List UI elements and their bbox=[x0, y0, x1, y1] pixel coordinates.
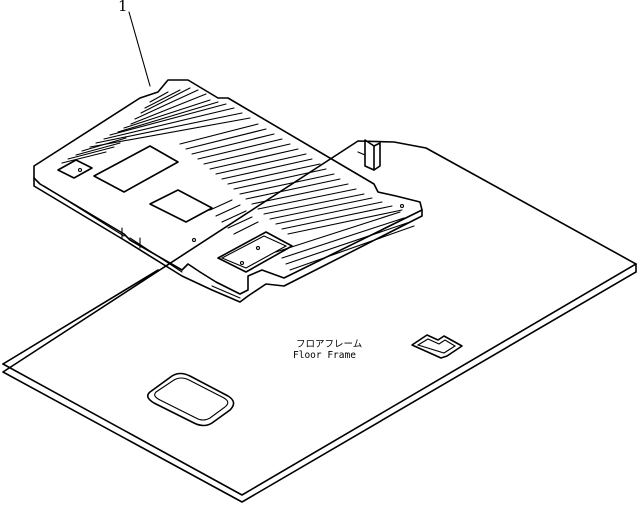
floor-frame-outline bbox=[2, 140, 637, 503]
floor-frame-edge bbox=[2, 263, 637, 496]
floor-opening bbox=[146, 372, 235, 427]
mat-pad-middle bbox=[149, 189, 213, 223]
floor-frame-edge-top bbox=[2, 269, 159, 365]
mat-pad-lower bbox=[217, 231, 293, 273]
floor-label-jp: フロアフレーム bbox=[296, 339, 362, 350]
floor-mat-edge bbox=[33, 177, 423, 303]
callout-leader bbox=[128, 11, 151, 87]
floor-frame: フロアフレーム Floor Frame bbox=[2, 139, 637, 503]
callout-number: 1 bbox=[118, 0, 128, 15]
floor-mat bbox=[33, 79, 423, 303]
floor-label-en: Floor Frame bbox=[293, 350, 356, 361]
rear-post bbox=[357, 139, 381, 171]
grating-slots bbox=[61, 87, 415, 271]
mat-pad-upper bbox=[93, 145, 179, 193]
floor-small-opening bbox=[411, 334, 463, 359]
mat-pad-left bbox=[57, 159, 93, 179]
floor-mat-outline bbox=[33, 79, 423, 295]
